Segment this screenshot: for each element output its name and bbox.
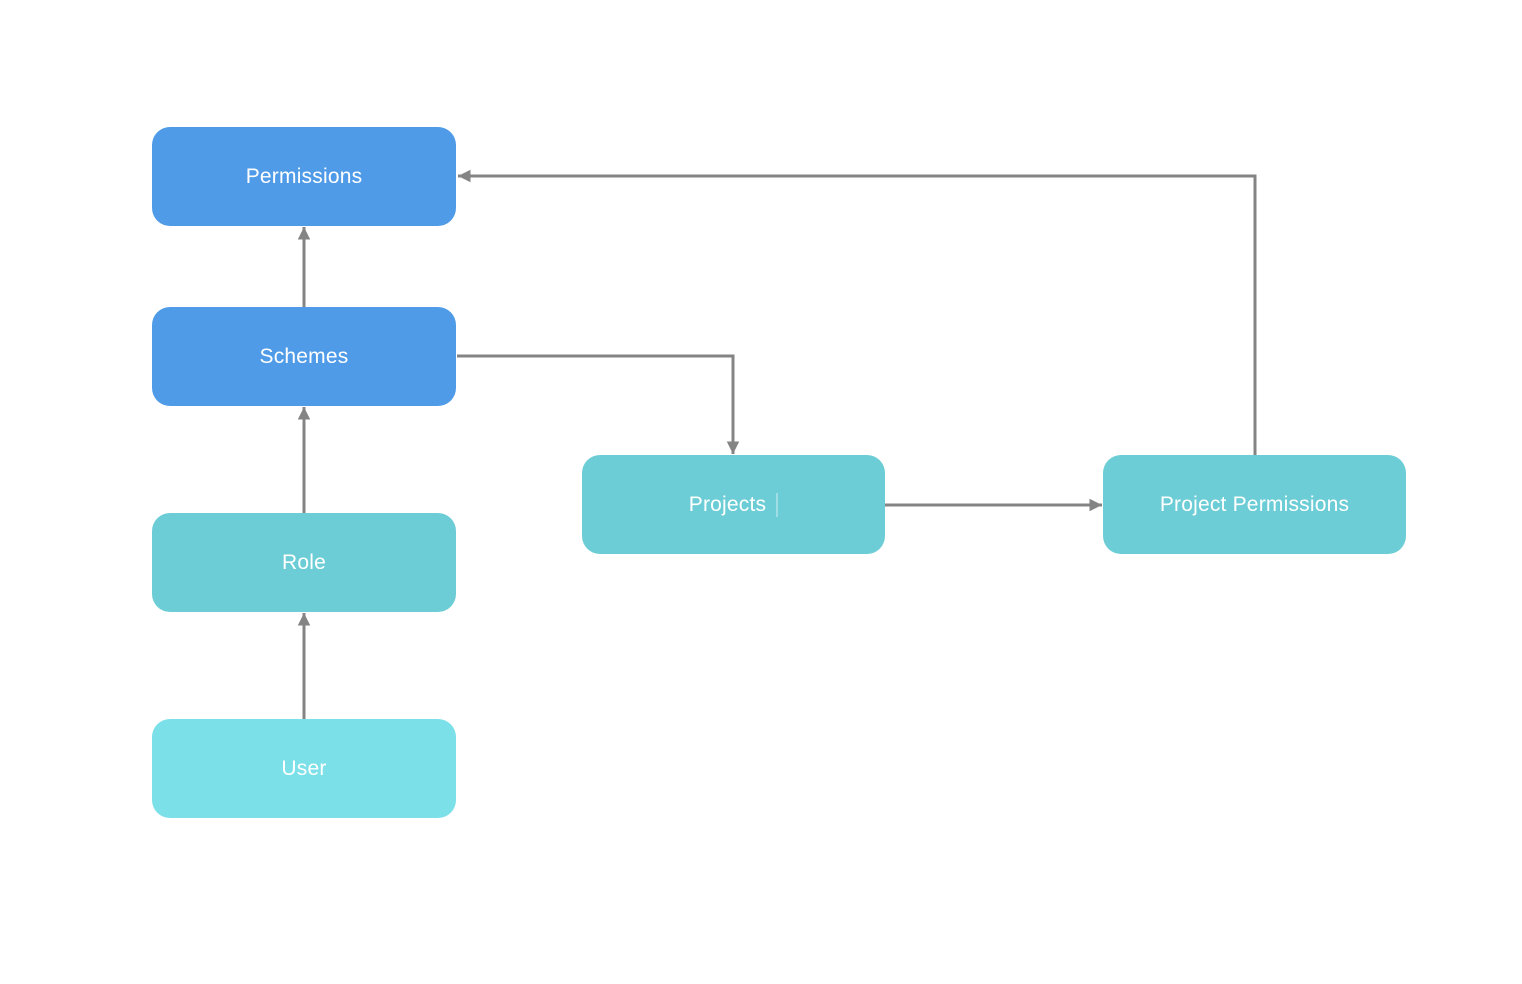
node-permissions-label: Permissions [245, 164, 363, 188]
node-schemes[interactable]: Schemes [152, 307, 456, 406]
node-schemes-label: Schemes [259, 344, 349, 368]
node-project-permissions-label: Project Permissions [1159, 492, 1350, 516]
node-user[interactable]: User [152, 719, 456, 818]
edge-schemes-to-projects[interactable] [457, 354, 740, 454]
node-projects[interactable]: Projects [582, 455, 885, 554]
edge-project-permissions-to-permissions[interactable] [458, 169, 1257, 455]
node-role-label: Role [282, 550, 326, 574]
node-projects-label: Projects [688, 492, 767, 516]
node-user-label: User [281, 756, 327, 780]
node-permissions[interactable]: Permissions [152, 127, 456, 226]
text-cursor [776, 492, 779, 517]
node-project-permissions[interactable]: Project Permissions [1103, 455, 1406, 554]
node-role[interactable]: Role [152, 513, 456, 612]
